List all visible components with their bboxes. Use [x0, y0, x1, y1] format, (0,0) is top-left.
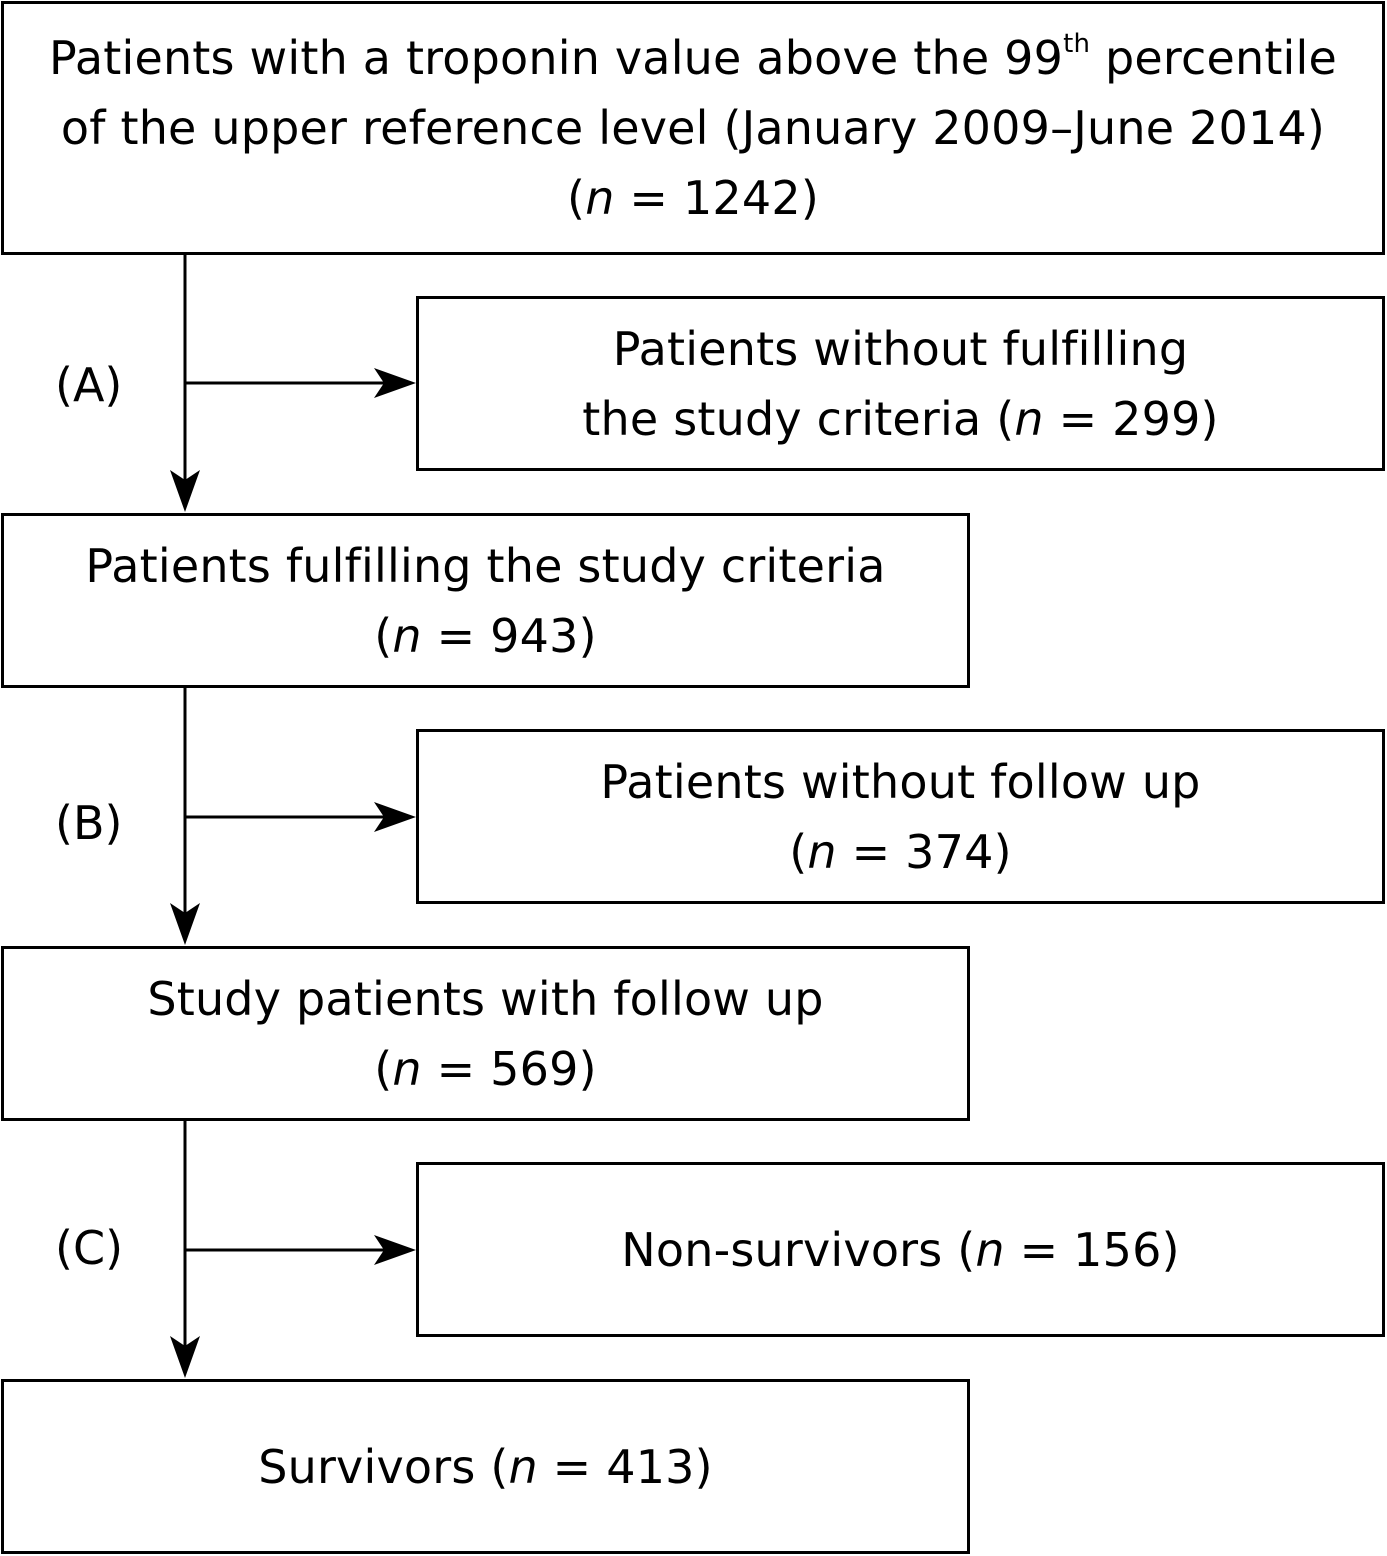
with-follow-up-line-1: Study patients with follow up: [147, 971, 824, 1026]
survivors-label: Survivors: [258, 1439, 476, 1494]
no-follow-up-count: (n = 374): [789, 824, 1012, 879]
fulfilling-count: (n = 943): [374, 608, 597, 663]
box-initial-population: Patients with a troponin value above the…: [1, 1, 1385, 255]
fulfilling-line-1: Patients fulfilling the study criteria: [85, 538, 886, 593]
initial-line-1: Patients with a troponin value above the…: [49, 23, 1337, 93]
initial-superscript: th: [1063, 28, 1091, 59]
step-label-a: (A): [55, 358, 123, 412]
non-survivors-label: Non-survivors: [621, 1222, 943, 1277]
box-excluded-criteria: Patients without fulfilling the study cr…: [416, 296, 1385, 471]
initial-line-1-suffix: percentile: [1090, 31, 1338, 85]
survivors-line: Survivors (n = 413): [258, 1439, 713, 1494]
arrowhead-down-b: [170, 903, 200, 945]
n-symbol: n: [392, 608, 422, 663]
step-label-b: (B): [55, 796, 123, 850]
n-symbol: n: [1014, 391, 1044, 446]
box-with-follow-up: Study patients with follow up (n = 569): [1, 946, 970, 1121]
arrowhead-down-c: [170, 1336, 200, 1378]
box-no-follow-up: Patients without follow up (n = 374): [416, 729, 1385, 904]
arrowhead-right-c: [374, 1235, 416, 1265]
no-follow-up-line-1: Patients without follow up: [600, 754, 1201, 809]
non-survivors-count-value: 156: [1073, 1222, 1162, 1277]
box-survivors: Survivors (n = 413): [1, 1379, 970, 1554]
excluded-criteria-count-value: 299: [1112, 391, 1201, 446]
step-label-c: (C): [55, 1221, 124, 1275]
initial-count-value: 1242: [682, 171, 801, 225]
n-symbol: n: [392, 1041, 422, 1096]
n-symbol: n: [975, 1222, 1005, 1277]
excluded-criteria-line-2-text: the study criteria: [582, 391, 982, 446]
arrowhead-right-b: [374, 802, 416, 832]
box-fulfilling-criteria: Patients fulfilling the study criteria (…: [1, 513, 970, 688]
with-follow-up-count: (n = 569): [374, 1041, 597, 1096]
arrowhead-right-a: [374, 368, 416, 398]
n-symbol: n: [807, 824, 837, 879]
no-follow-up-count-value: 374: [905, 824, 994, 879]
initial-line-1-text: Patients with a troponin value above the…: [48, 31, 1064, 85]
initial-count: (n = 1242): [567, 171, 819, 225]
fulfilling-count-value: 943: [490, 608, 579, 663]
with-follow-up-count-value: 569: [490, 1041, 579, 1096]
survivors-count-value: 413: [606, 1439, 695, 1494]
excluded-criteria-line-2: the study criteria (n = 299): [582, 391, 1219, 446]
non-survivors-line: Non-survivors (n = 156): [621, 1222, 1180, 1277]
excluded-criteria-line-1: Patients without fulfilling: [612, 321, 1189, 376]
box-non-survivors: Non-survivors (n = 156): [416, 1162, 1385, 1337]
n-symbol: n: [585, 171, 615, 225]
n-symbol: n: [508, 1439, 538, 1494]
arrowhead-down-a: [170, 470, 200, 512]
initial-line-2: of the upper reference level (January 20…: [60, 101, 1326, 155]
